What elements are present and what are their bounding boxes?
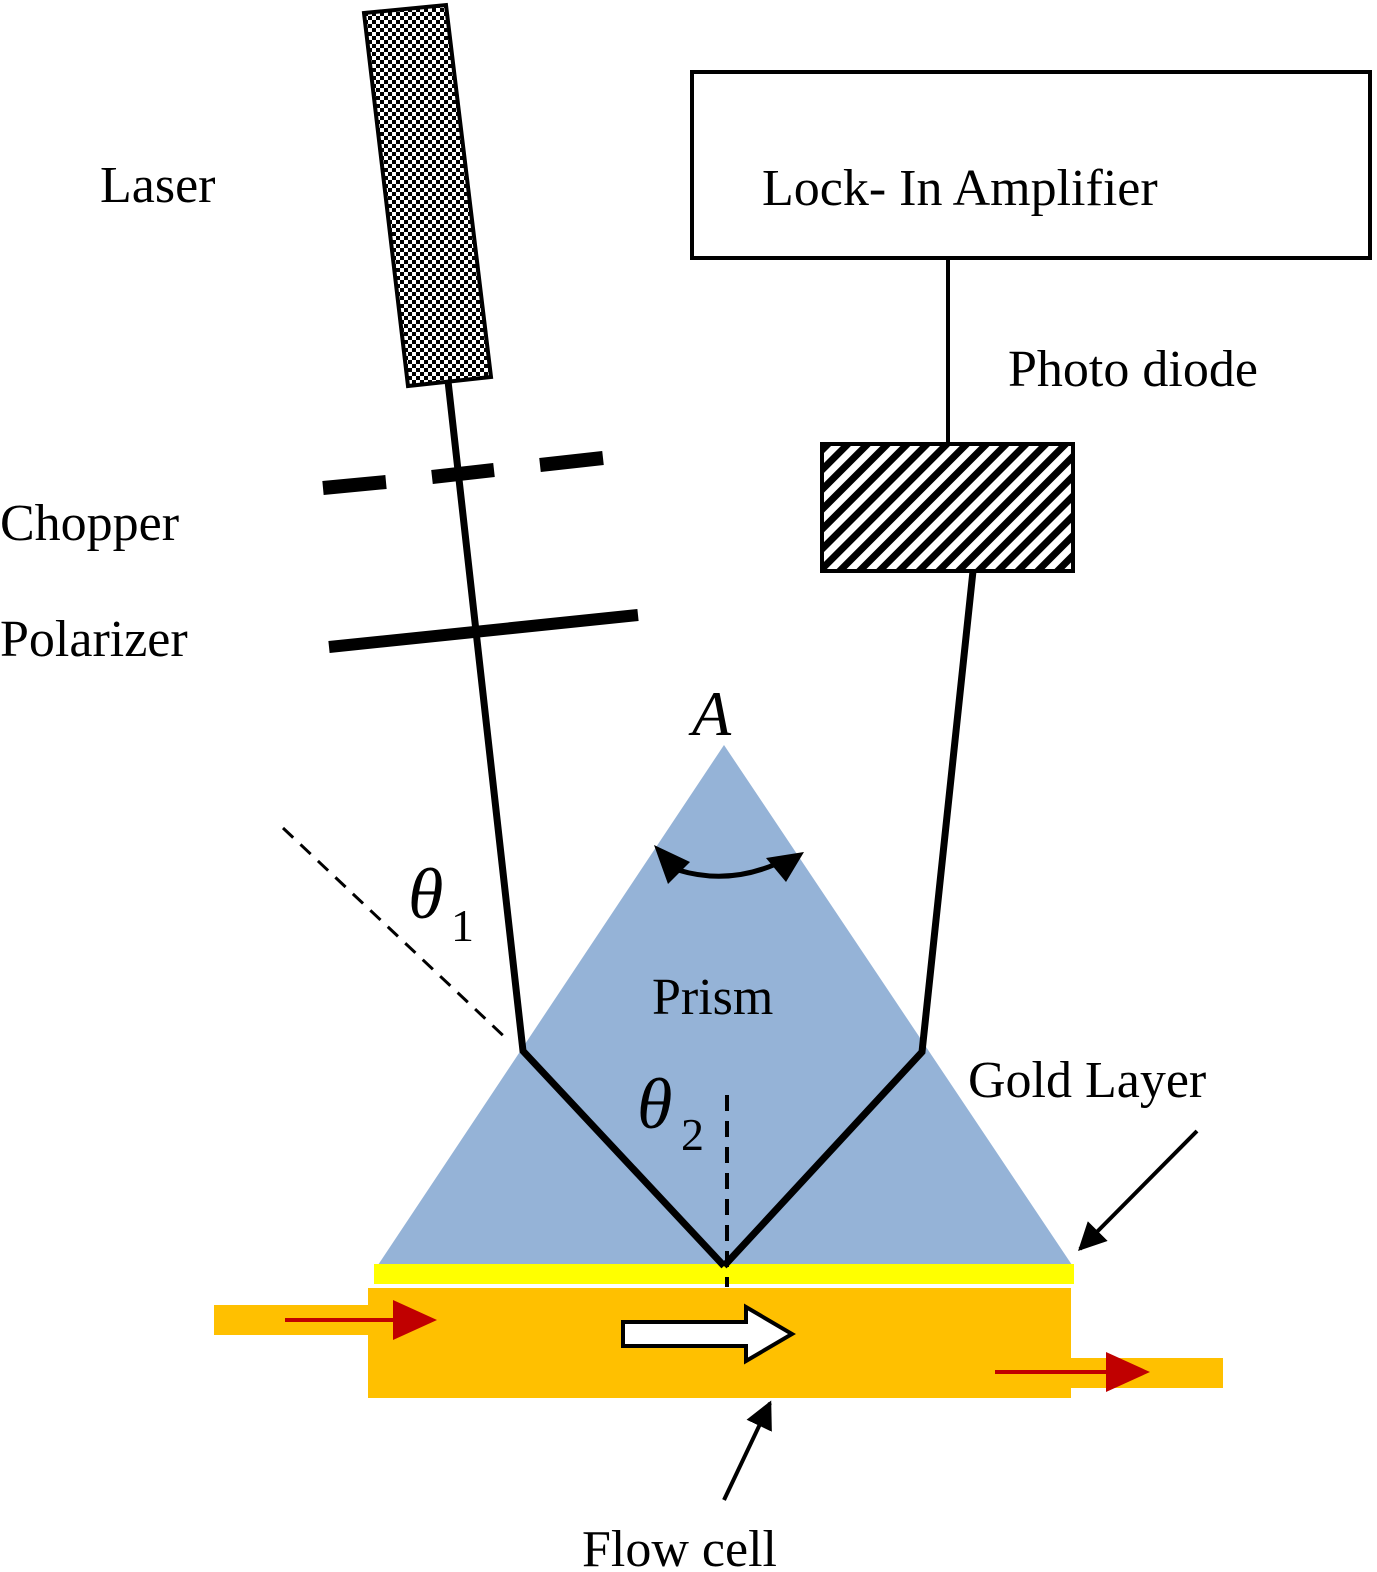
- polarizer-label: Polarizer: [0, 611, 188, 668]
- theta1-subscript: 1: [451, 900, 474, 951]
- chopper-label: Chopper: [0, 495, 179, 552]
- polarizer: [328, 609, 639, 653]
- chopper: [322, 451, 604, 495]
- flow-direction-arrow: [621, 1303, 796, 1365]
- gold-layer: [374, 1264, 1074, 1284]
- gold-layer-pointer-arrow: [1078, 1129, 1199, 1251]
- gold-layer-label: Gold Layer: [968, 1052, 1206, 1109]
- laser-body: [361, 2, 494, 389]
- incident-beam: [444, 380, 727, 1269]
- prism-label: Prism: [652, 969, 773, 1026]
- apex-label: A: [688, 678, 732, 749]
- outlet-flow-arrow: [995, 1352, 1150, 1392]
- incidence-normal: [281, 826, 512, 1044]
- theta1-label: θ: [408, 854, 443, 934]
- photo-diode-label: Photo diode: [1008, 341, 1258, 398]
- lock-in-amplifier-label: Lock- In Amplifier: [762, 160, 1158, 217]
- laser-label: Laser: [100, 157, 215, 214]
- flow-cell-label: Flow cell: [582, 1521, 777, 1572]
- photo-diode: [820, 442, 1075, 573]
- lock-in-amplifier-box: [690, 70, 1372, 260]
- inlet-flow-arrow: [285, 1300, 437, 1340]
- prism: [378, 745, 1072, 1265]
- reflected-beam: [721, 570, 977, 1269]
- flow-cell-pointer-arrow: [722, 1400, 772, 1501]
- apex-angle-arrow: [654, 845, 804, 884]
- theta2-subscript: 2: [681, 1109, 704, 1160]
- theta2-label: θ: [637, 1064, 672, 1144]
